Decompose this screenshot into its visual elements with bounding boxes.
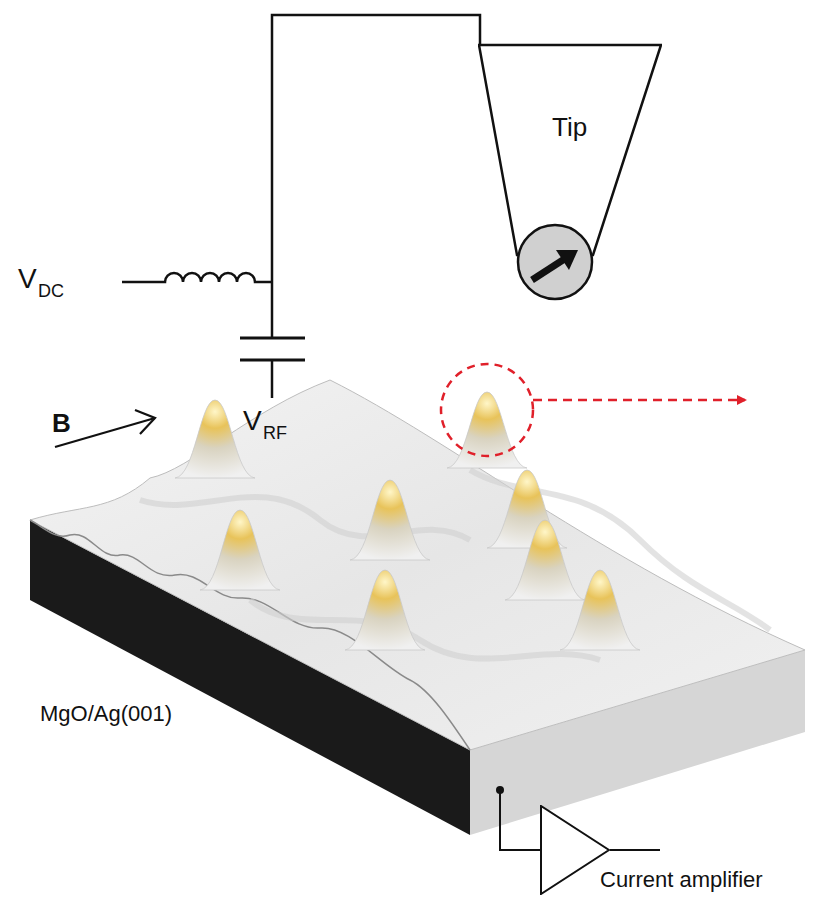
peak <box>350 480 430 560</box>
slab-top <box>30 380 805 750</box>
voltage-symbol: V <box>243 407 262 435</box>
tip-label: Tip <box>552 112 587 143</box>
sample-slab <box>30 380 805 835</box>
tip-wire <box>272 15 480 282</box>
tip-body <box>479 45 661 255</box>
highlight-arrow <box>533 399 745 402</box>
amplifier-triangle <box>541 806 609 894</box>
voltage-symbol: V <box>18 265 37 293</box>
tip-node: Tip <box>478 40 662 305</box>
voltage-subscript: DC <box>38 282 64 300</box>
peak <box>505 520 585 600</box>
capacitor-lead <box>271 360 274 398</box>
adatom-peaks <box>175 392 640 650</box>
circuit-wires <box>122 15 480 398</box>
capacitor-symbol <box>240 338 305 360</box>
highlight-circle <box>441 364 533 456</box>
spin-arrowhead <box>556 250 578 270</box>
amplifier-label: Current amplifier <box>600 867 763 893</box>
amplifier-symbol <box>540 805 610 895</box>
surface-ripple <box>250 600 600 660</box>
tip-apex <box>518 225 592 299</box>
capacitor-wire <box>271 282 274 338</box>
spin-arrow <box>532 258 566 280</box>
tip-outline <box>478 40 662 305</box>
voltage-subscript: RF <box>263 424 287 442</box>
inductor-symbol <box>122 273 272 282</box>
amplifier-node: Current amplifier <box>540 805 610 895</box>
peak <box>345 570 425 650</box>
surface-ripple <box>470 470 770 630</box>
field-label: B <box>52 410 71 436</box>
substrate-label: MgO/Ag(001) <box>40 703 172 725</box>
peak <box>200 510 280 590</box>
surface-ripple <box>140 497 470 540</box>
peak <box>560 570 640 650</box>
